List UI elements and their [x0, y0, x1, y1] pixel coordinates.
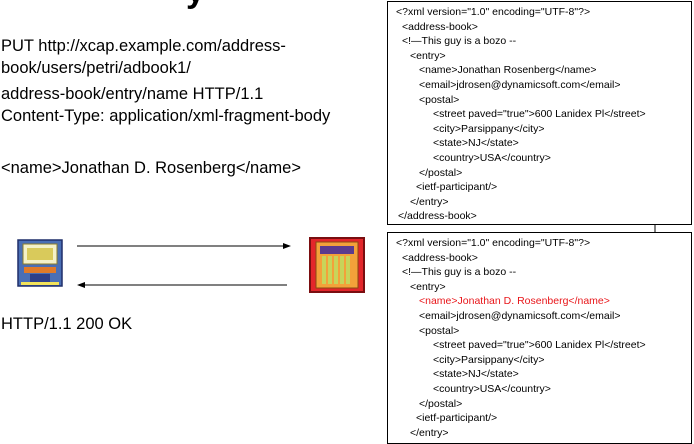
request-body: <name>Jonathan D. Rosenberg</name> — [1, 159, 301, 177]
server-icon — [309, 237, 365, 293]
request-line-4: Content-Type: application/xml-fragment-b… — [1, 107, 331, 125]
slide-title-clipped: y — [186, 0, 205, 8]
xml-line: <entry> — [410, 49, 446, 62]
xml-line: </postal> — [419, 397, 463, 410]
xml-line: <postal> — [419, 93, 460, 106]
xml-line: </address-book> — [398, 210, 477, 223]
xml-line-changed-name: <name>Jonathan D. Rosenberg</name> — [419, 295, 610, 308]
xml-line: <street paved="true">600 Lanidex Pl</str… — [433, 339, 646, 352]
updated-xml-document: <?xml version="1.0" encoding="UTF-8"?> <… — [387, 232, 692, 444]
request-line-1: PUT http://xcap.example.com/address- — [1, 37, 286, 55]
xml-line: <ietf-participant/> — [416, 412, 498, 425]
xml-line: <street paved="true">600 Lanidex Pl</str… — [433, 108, 646, 121]
original-xml-document: <?xml version="1.0" encoding="UTF-8"?> <… — [387, 1, 692, 225]
xml-line: <city>Parsippany</city> — [433, 353, 545, 366]
xml-line: <country>USA</country> — [433, 152, 551, 164]
xml-line: <address-book> — [402, 251, 478, 264]
xml-line: <!—This guy is a bozo -- — [402, 266, 517, 279]
response-status: HTTP/1.1 200 OK — [1, 315, 133, 333]
xml-line: <name>Jonathan Rosenberg</name> — [419, 64, 597, 77]
xml-line: <city>Parsippany</city> — [433, 122, 545, 135]
request-line-3: address-book/entry/name HTTP/1.1 — [1, 85, 264, 103]
xml-line: <country>USA</country> — [433, 383, 551, 395]
response-arrow — [77, 282, 287, 288]
xml-line: <email>jdrosen@dynamicsoft.com</email> — [419, 310, 621, 322]
xml-line: </entry> — [410, 426, 449, 439]
xml-line: <!—This guy is a bozo -- — [402, 35, 517, 48]
xml-line: <email>jdrosen@dynamicsoft.com</email> — [419, 79, 621, 91]
client-computer-icon — [17, 239, 63, 287]
request-arrow — [77, 243, 291, 249]
xml-line: <entry> — [410, 280, 446, 293]
xml-line: <?xml version="1.0" encoding="UTF-8"?> — [396, 6, 591, 18]
xml-line: <ietf-participant/> — [416, 181, 498, 194]
xml-line: </entry> — [410, 195, 449, 208]
xml-line: <postal> — [419, 324, 460, 337]
xml-line: <?xml version="1.0" encoding="UTF-8"?> — [396, 237, 591, 249]
xml-line: <address-book> — [402, 20, 478, 33]
request-line-2: book/users/petri/adbook1/ — [1, 59, 191, 77]
xml-line: <state>NJ</state> — [433, 137, 519, 150]
xml-line: </postal> — [419, 166, 463, 179]
xml-line: <state>NJ</state> — [433, 368, 519, 381]
